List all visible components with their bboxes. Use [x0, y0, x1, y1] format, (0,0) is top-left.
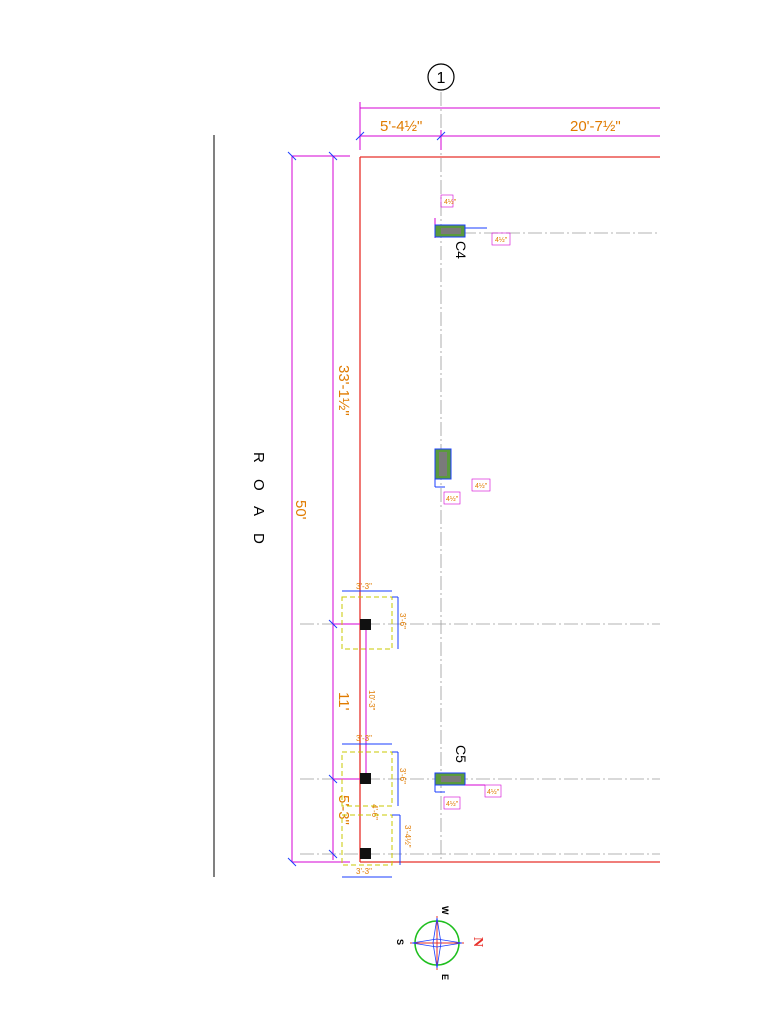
grid-bubble-1: 1	[427, 63, 455, 91]
dimension-top-left: 5'-4½"	[380, 118, 422, 135]
c5-offset-b: 4½"	[487, 788, 500, 796]
c4-offset-side: 4½"	[495, 236, 508, 244]
compass-s: S	[395, 939, 405, 945]
grid-bubble-label: 1	[437, 70, 446, 87]
column-c5: 4½" 4½" C5	[434, 745, 502, 810]
compass-icon: N S W E	[395, 906, 485, 980]
compass-e: E	[440, 974, 450, 980]
footing-3-width: 3'-3"	[356, 867, 372, 876]
road-letter-d: D	[250, 533, 267, 544]
footing-2-sub: 4'-6"	[370, 804, 379, 820]
footing-3: 3'-3" 3'-4½"	[341, 814, 412, 878]
road-letter-o: O	[250, 479, 267, 491]
c5-label: C5	[453, 745, 469, 763]
c5-offset-a: 4½"	[446, 800, 459, 808]
footing-1: 3'-3" 3'-6"	[341, 582, 407, 650]
c4-offset-top: 4½"	[444, 198, 457, 206]
dimension-vertical-total: 50'	[292, 500, 309, 520]
footing-2: 3'-3" 3'-6" 4'-6"	[341, 734, 407, 820]
dimension-vertical-upper: 33'-1½"	[335, 365, 352, 416]
footing-1-width: 3'-3"	[356, 582, 372, 591]
dimension-vertical-bottom: 5'-3"	[335, 795, 352, 825]
grid-lines	[300, 92, 660, 862]
road-letter-r: R	[250, 452, 267, 463]
footing-1-depth: 3'-6"	[398, 613, 407, 629]
column-middle: 4½" 4½"	[434, 448, 491, 505]
road-label: R O A D	[250, 452, 267, 544]
footing-spacing: 10'-3"	[367, 690, 376, 711]
vertical-dimension-ticks	[287, 151, 338, 867]
dimension-top-right: 20'-7½"	[570, 118, 621, 135]
top-dimension-ticks	[355, 131, 446, 141]
footing-2-width: 3'-3"	[356, 734, 372, 743]
compass-w: W	[440, 906, 450, 915]
dimension-vertical-lower: 11'	[335, 692, 352, 711]
compass-n: N	[470, 937, 485, 947]
road-letter-a: A	[250, 506, 267, 516]
vertical-dimension-lines	[291, 155, 360, 863]
plot-boundary	[359, 156, 660, 863]
footing-3-depth: 3'-4½"	[403, 825, 412, 848]
column-c4: 4½" 4½" C4	[434, 194, 511, 259]
footing-2-depth: 3'-6"	[398, 768, 407, 784]
mid-offset-b: 4½"	[475, 482, 488, 490]
mid-offset-a: 4½"	[446, 495, 459, 503]
c4-label: C4	[453, 241, 469, 259]
top-dimension-lines	[359, 102, 660, 150]
